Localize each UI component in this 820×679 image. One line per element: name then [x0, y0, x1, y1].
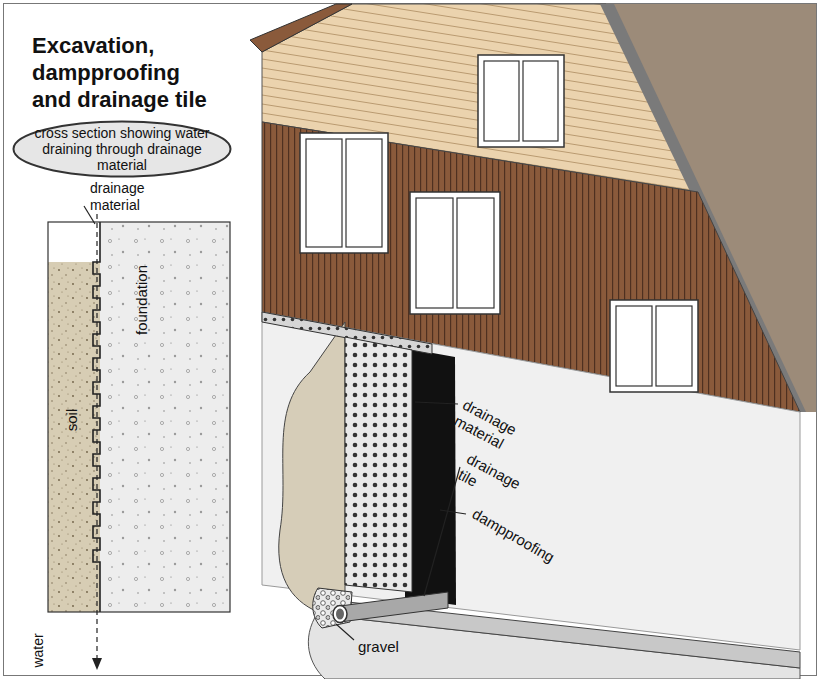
part-label: drainage material — [90, 180, 160, 214]
part-label: drainage material — [451, 396, 539, 465]
window-pane — [346, 139, 382, 247]
excavation-soil — [279, 322, 345, 612]
section-foundation — [100, 222, 230, 612]
leader-line — [424, 467, 460, 596]
water-flow-arrowhead — [92, 658, 102, 670]
dampproofing-coat — [405, 348, 456, 605]
flow-label: water — [29, 633, 46, 667]
drainage-pipe — [340, 592, 448, 622]
window — [410, 192, 500, 314]
section-outline — [48, 222, 230, 612]
window-frame — [410, 192, 500, 314]
window-pane — [416, 198, 453, 308]
window-frame — [478, 55, 564, 147]
page-frame — [4, 4, 817, 676]
oval-text: cross section showing water draining thr… — [33, 125, 211, 173]
pipe-opening — [336, 609, 344, 620]
pipe-end — [333, 606, 347, 623]
roof-eave — [250, 4, 352, 52]
window-frame — [300, 133, 388, 253]
part-label: dampproofing — [469, 505, 557, 566]
leader-line — [415, 402, 458, 404]
oval-shape — [14, 122, 231, 177]
window-pane — [616, 306, 652, 386]
window-frame — [610, 300, 698, 392]
window-pane — [523, 61, 558, 141]
callout-oval: cross section showing water draining thr… — [12, 120, 232, 178]
foundation-wall — [262, 312, 800, 650]
window-pane — [457, 198, 494, 308]
water-flow-line — [96, 214, 97, 659]
leader-line — [440, 510, 466, 514]
window-pane — [656, 306, 692, 386]
part-label: foundation — [133, 265, 151, 335]
window — [478, 55, 564, 147]
window — [300, 133, 388, 253]
window-pane — [484, 61, 519, 141]
window — [610, 300, 698, 392]
window-pane — [306, 139, 342, 247]
diagram-title: Excavation, dampproofing and drainage ti… — [32, 32, 216, 113]
leader-line — [336, 624, 354, 640]
part-label: gravel — [358, 638, 399, 656]
drainage-panel — [345, 337, 412, 592]
part-label: drainage tile — [455, 450, 535, 516]
part-label: soil — [63, 409, 81, 432]
